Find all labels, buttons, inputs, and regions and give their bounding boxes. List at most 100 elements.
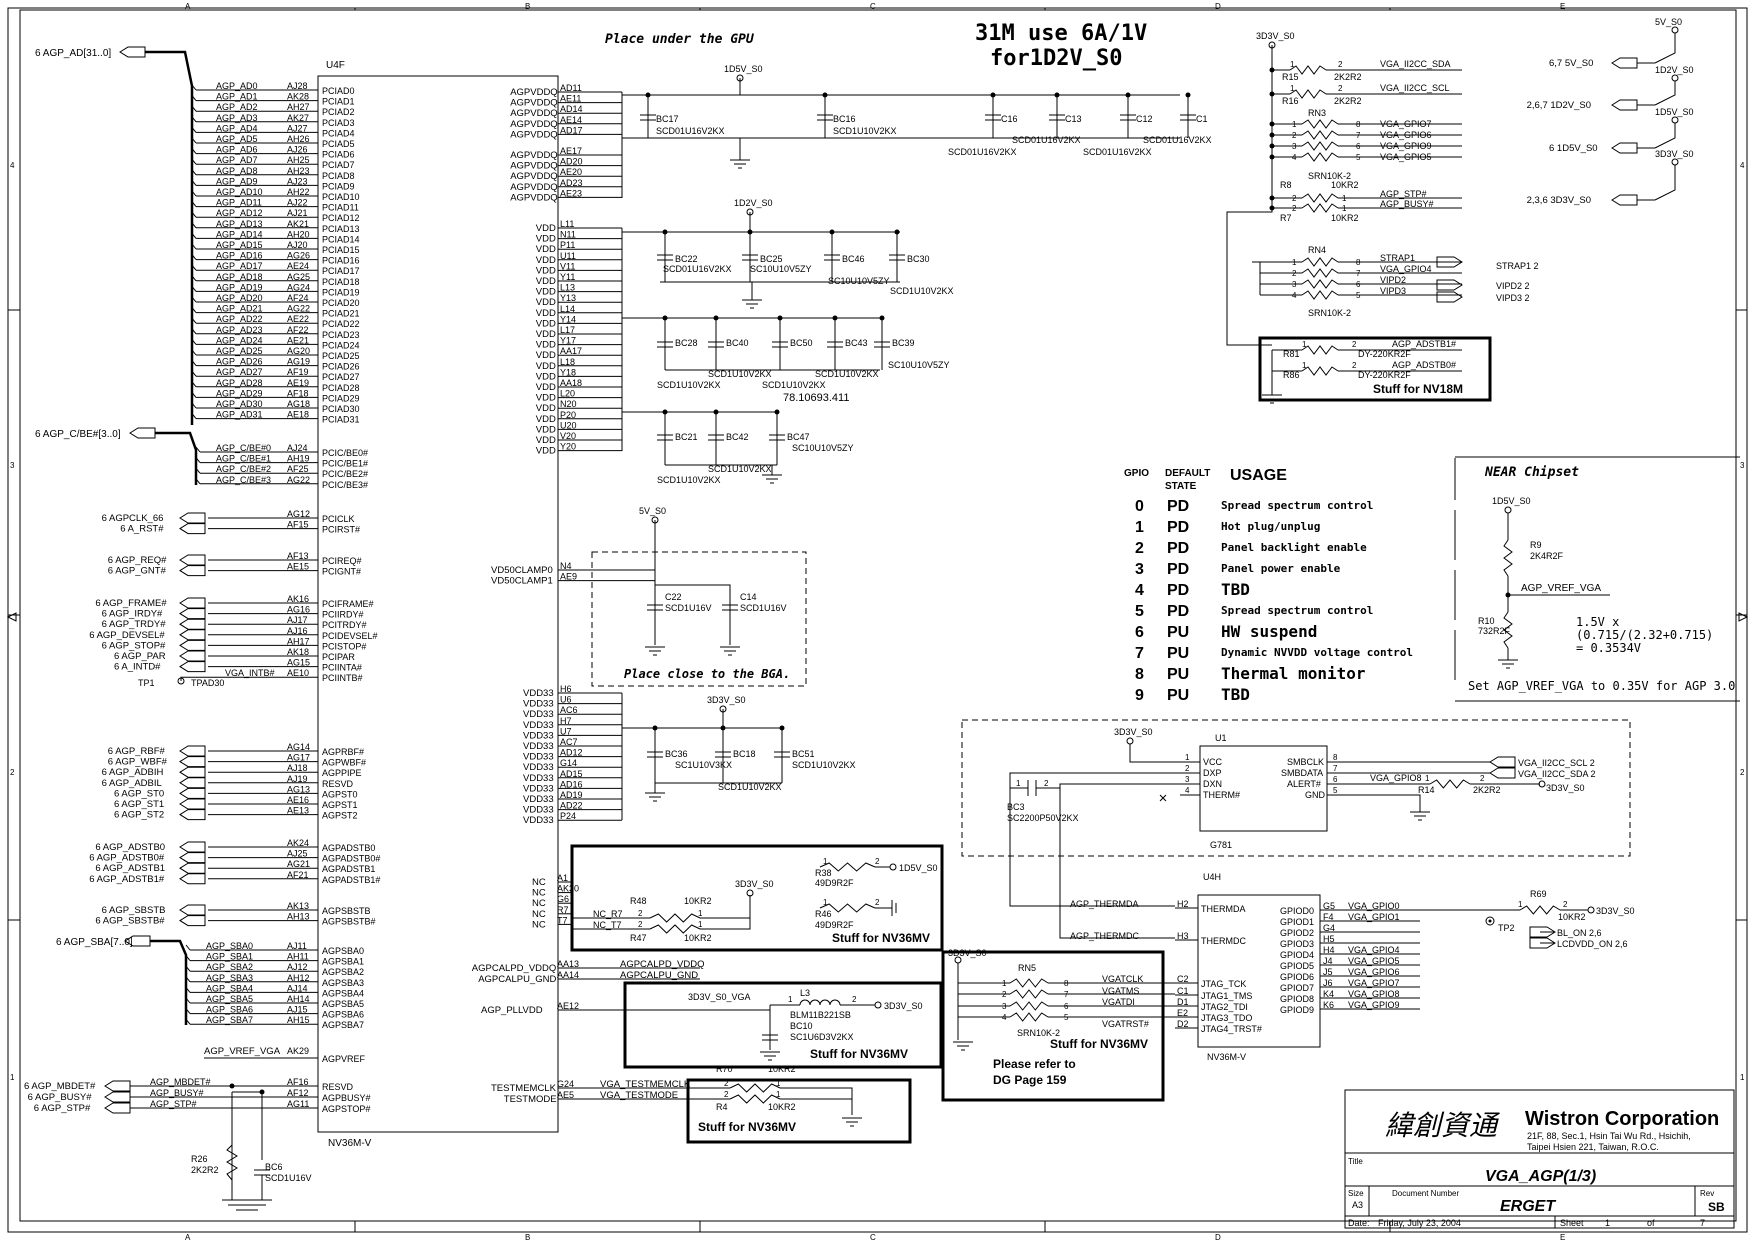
- near-chipset-divider: NEAR Chipset1D5V_S0R92K4R2FAGP_VREF_VGAR…: [1454, 456, 1740, 702]
- u1-rail-node: [1126, 737, 1134, 745]
- row-arrow-right: [1738, 612, 1749, 622]
- u1-rightnum-0: 8: [1333, 753, 1338, 762]
- ctl4-net-5: 6 AGP_ST1: [114, 799, 164, 810]
- tp1-pad: [177, 677, 185, 685]
- ad-net-7: AGP_AD7: [216, 155, 258, 165]
- rn3-pinL-2: 3: [1292, 142, 1297, 151]
- cap-BC43: [827, 341, 843, 348]
- ad-pin-2: PCIAD2: [322, 107, 355, 117]
- rn3-pinL-3: 4: [1292, 153, 1297, 162]
- ctl4-pin-4: AGPST0: [322, 789, 358, 799]
- r9-ref: R9: [1530, 540, 1542, 550]
- rn5-pinL-0: 1: [1002, 979, 1007, 988]
- r4-value: 10KR2: [768, 1102, 796, 1112]
- sba-pin-4: AGPSBA4: [322, 988, 364, 998]
- ad-ball-0: AJ28: [287, 81, 308, 91]
- ad-net-27: AGP_AD27: [216, 367, 263, 377]
- rn5-pinR-2: 6: [1064, 1002, 1069, 1011]
- u4h-out-ports: [1529, 926, 1556, 949]
- near-chipset-title: NEAR Chipset: [1484, 465, 1579, 480]
- rn4-element-0: [1301, 257, 1339, 267]
- u4h-right-ball-5: J4: [1323, 956, 1333, 966]
- vdd33-ball-9: AD16: [560, 779, 583, 789]
- ad-net-10: AGP_AD10: [216, 187, 263, 197]
- rn4-pinR-1: 7: [1356, 269, 1361, 278]
- cap-val-BC51: SCD1U10V2KX: [792, 760, 856, 770]
- r69-value: 10KR2: [1558, 912, 1586, 922]
- ctl3-ball-4: AH17: [287, 636, 310, 646]
- ctl5-net-2: 6 AGP_ADSTB1: [95, 863, 165, 874]
- r4-pin2: 1: [776, 1090, 781, 1099]
- bus-entry: [191, 158, 197, 165]
- cap-BC47: [769, 434, 785, 441]
- rn4-pinL-0: 1: [1292, 258, 1297, 267]
- u1-ref: U1: [1215, 733, 1227, 743]
- ad-net-28: AGP_AD28: [216, 378, 263, 388]
- place-close-bga-note: Place close to the BGA.: [624, 667, 790, 681]
- gpio-row-usage-5: Spread spectrum control: [1221, 604, 1373, 617]
- bc3-value: SC2200P50V2KX: [1007, 813, 1079, 823]
- gpio-row-usage-8: Thermal monitor: [1221, 664, 1366, 683]
- gpio-row-state-4: PD: [1167, 582, 1189, 599]
- vdd33-name-10: VDD33: [523, 794, 554, 805]
- ctl3-net-6: 6 A_INTD#: [114, 662, 161, 673]
- ad-ball-2: AH27: [287, 102, 310, 112]
- r10-ref: R10: [1478, 616, 1495, 626]
- sheet-label: Sheet: [1560, 1218, 1584, 1228]
- u4h-left-2: JTAG_TCK: [1201, 979, 1246, 989]
- vdd-ball-15: AA18: [560, 378, 582, 388]
- near-rail-node: [1504, 506, 1512, 514]
- ctl3-net-5: 6 AGP_PAR: [114, 651, 166, 662]
- power-label-2: 6 1D5V_S0: [1549, 143, 1598, 154]
- ctl2-port-1: [179, 565, 206, 577]
- u4h-left-net-2: VGATCLK: [1102, 974, 1143, 984]
- bottom-net-2: AGP_STP#: [150, 1099, 197, 1109]
- r81-value: DY-220KR2F: [1358, 349, 1411, 359]
- r47-resistor: [649, 924, 701, 934]
- ctl3-net-7: VGA_INTB#: [225, 668, 275, 678]
- bus-entry: [191, 169, 197, 176]
- ctl6-net-1: 6 AGP_SBSTB#: [95, 916, 165, 927]
- gpio-header-gpio: GPIO: [1124, 468, 1149, 479]
- size-label: Size: [1348, 1189, 1364, 1198]
- ctl4-port-6: [179, 809, 206, 821]
- ad-pin-31: PCIAD31: [322, 415, 360, 425]
- rn3-element-0: [1301, 119, 1339, 129]
- power-node-0: [1671, 26, 1679, 34]
- power-label-0: 6,7 5V_S0: [1549, 58, 1593, 69]
- ad-net-31: AGP_AD31: [216, 410, 263, 420]
- power-port-1: [1611, 99, 1638, 111]
- ad-ball-23: AF22: [287, 325, 309, 335]
- nv36-box1-note: Stuff for NV36MV: [832, 931, 930, 945]
- u4h-right-ball-0: G5: [1323, 901, 1335, 911]
- power-port-0: [1611, 57, 1638, 69]
- r15-resistor: [1289, 65, 1327, 75]
- gpio-row-num-8: 8: [1135, 666, 1144, 683]
- sba-ball-6: AJ15: [287, 1005, 308, 1015]
- ad-ball-21: AG22: [287, 304, 310, 314]
- vdd-ball-12: AA17: [560, 346, 582, 356]
- cap-ref-C22: C22: [665, 592, 682, 602]
- cap-val-BC42: SCD1U10V2KX: [708, 464, 772, 474]
- vdd-name-12: VDD: [536, 350, 556, 361]
- ctl3-port-1: [179, 608, 206, 620]
- ad-net-3: AGP_AD3: [216, 113, 258, 123]
- r4-pin1: 2: [724, 1090, 729, 1099]
- u1-left-2: DXN: [1203, 779, 1222, 789]
- vddq-name-2: AGPVDDQ: [510, 108, 558, 119]
- gpio-row-num-2: 2: [1135, 540, 1144, 557]
- cap-val-C12: SCD01U16V2KX: [1083, 147, 1152, 157]
- cap-val-C14: SCD1U16V: [740, 603, 787, 613]
- ad-net-19: AGP_AD19: [216, 282, 263, 292]
- r9-resistor: [1503, 539, 1513, 577]
- vdd-name-3: VDD: [536, 255, 556, 266]
- ad-pin-8: PCIAD8: [322, 171, 355, 181]
- bus-entry: [191, 413, 197, 419]
- power-wire-2: [1654, 123, 1676, 149]
- strap-port-0: [1436, 256, 1463, 268]
- ctl6-pin-0: AGPSBSTB: [322, 906, 371, 916]
- gpio-row-usage-1: Hot plug/unplug: [1221, 520, 1320, 533]
- col-mark-bottom-D: D: [1215, 1233, 1221, 1240]
- sba-pin-3: AGPSBA3: [322, 978, 364, 988]
